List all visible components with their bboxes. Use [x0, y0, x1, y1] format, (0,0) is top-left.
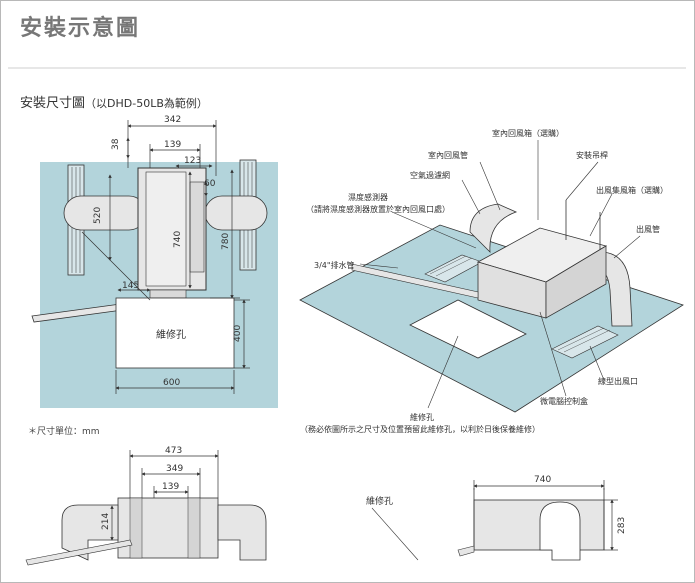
page-title: 安裝示意圖 [20, 16, 141, 41]
dim-145: 145 [122, 281, 139, 291]
iso-grille-right [551, 325, 619, 359]
dim-139-bottom: 139 [162, 482, 179, 492]
side-drain-pipe [25, 539, 133, 566]
dim-38: 38 [111, 138, 121, 150]
unit-note: ＊尺寸單位：mm [28, 427, 100, 437]
iso-inlet-duct [469, 203, 518, 254]
dim-520: 520 [93, 207, 103, 224]
label-hole-note: （務必依圖所示之尺寸及位置預留此維修孔，以利於日後保養維修） [300, 424, 540, 434]
dim-473: 473 [165, 446, 182, 456]
left-duct [63, 195, 147, 231]
label-linear-outlet: 線型出風口 [598, 376, 638, 386]
iso-drain-pipe [351, 263, 479, 299]
iso-unit-side [545, 245, 607, 319]
side-left-duct [61, 504, 119, 561]
dim-600: 600 [163, 378, 180, 388]
subtitle-main: 安裝尺寸圖 [20, 96, 86, 111]
side-view-right: 740 283 [457, 475, 627, 561]
side-right-outlet [539, 501, 581, 561]
iso-service-hole [409, 299, 527, 359]
dim-214: 214 [101, 513, 111, 530]
label-drain: 3/4"排水管 [314, 260, 355, 270]
top-view: 維修孔 342 38 139 123 60 520 740 780 [31, 115, 278, 408]
service-hole-top [115, 297, 235, 369]
side-right-unit [473, 499, 605, 551]
label-indoor-box: 室內回風箱（選購） [492, 128, 564, 138]
bottom-mid-view: 維修孔 [366, 495, 419, 561]
dim-139: 139 [164, 140, 181, 150]
dim-123: 123 [184, 156, 201, 166]
label-outlet-pipe: 出風管 [636, 224, 660, 234]
dim-740-bottom: 740 [534, 475, 551, 485]
label-hanger: 安裝吊桿 [576, 150, 608, 160]
dim-283: 283 [617, 517, 627, 534]
label-indoor-pipe: 室內回風管 [428, 150, 468, 160]
dim-342: 342 [164, 115, 181, 125]
dim-60: 60 [204, 179, 216, 189]
side-view-left: 473 349 139 214 [25, 446, 267, 566]
label-sensor-note: （請將濕度感測器放置於室內回風口處） [306, 204, 450, 214]
label-sensor: 濕度感測器 [348, 192, 388, 202]
side-right-duct [217, 504, 267, 561]
label-bottom-hole: 維修孔 [366, 495, 393, 507]
label-controller: 微電腦控制盒 [540, 396, 588, 406]
label-outlet-box: 出風集風箱（選購） [596, 185, 668, 195]
diagram-subtitle: 安裝尺寸圖（以DHD-50LB為範例） [20, 92, 208, 111]
label-filter: 空氣過濾網 [410, 170, 450, 180]
iso-view: 室內回風箱（選購） 室內回風管 空氣過濾網 安裝吊桿 出風集風箱（選購） 出風管… [299, 128, 684, 434]
dim-740: 740 [173, 231, 183, 248]
dim-780: 780 [221, 233, 231, 250]
right-duct [204, 195, 268, 231]
dim-400: 400 [233, 325, 243, 342]
subtitle-note: （以DHD-50LB為範例） [85, 97, 208, 110]
label-iso-hole: 維修孔 [410, 412, 434, 422]
service-hole-top-label: 維修孔 [156, 328, 186, 341]
dim-349: 349 [166, 464, 183, 474]
